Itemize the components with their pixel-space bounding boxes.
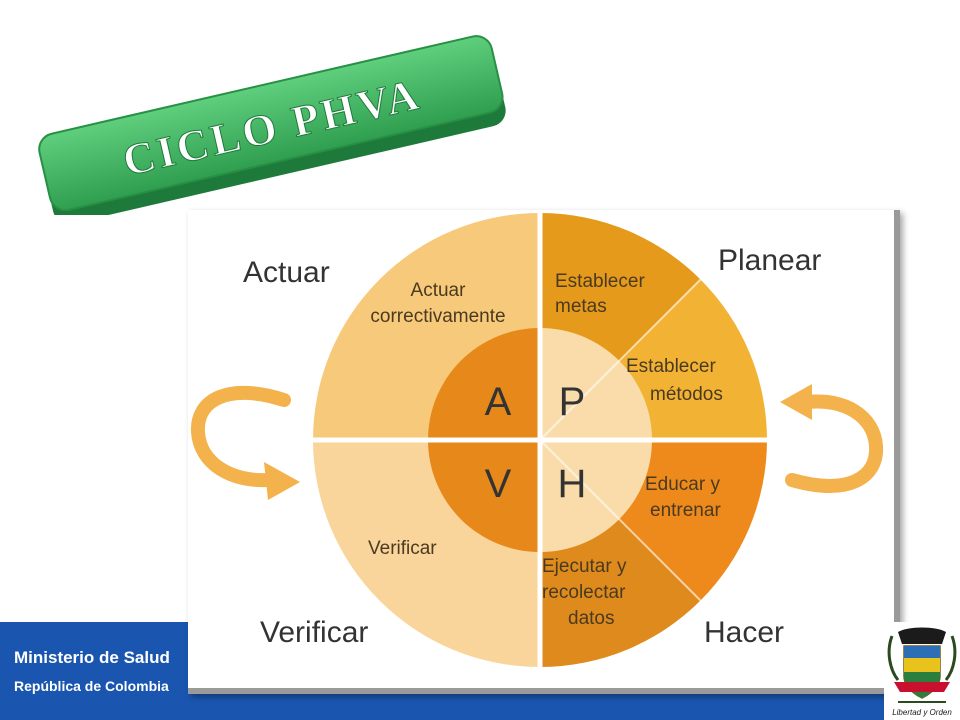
label-hacer: Hacer: [704, 616, 784, 649]
text-actuar-2: correctivamente: [370, 306, 505, 327]
text-metodos-2: métodos: [650, 384, 723, 405]
text-metas-2: metas: [555, 296, 607, 317]
right-cycle-arrow-icon: [780, 384, 884, 493]
phva-diagram: Actuar Planear Verificar Hacer Actuar co…: [190, 210, 884, 672]
text-ejecutar-1: Ejecutar y: [542, 556, 627, 577]
diag-divider-top: [539, 278, 702, 441]
text-verificar: Verificar: [368, 538, 437, 559]
text-educar-1: Educar y: [645, 474, 720, 495]
title-badge: CICLO PHVA: [38, 35, 506, 215]
left-cycle-arrow-icon: [190, 385, 300, 500]
diagram-frame: Actuar Planear Verificar Hacer Actuar co…: [188, 210, 900, 694]
letter-h: H: [558, 462, 587, 506]
text-actuar-1: Actuar: [411, 280, 467, 301]
text-metas-1: Establecer: [555, 271, 645, 292]
country-name: República de Colombia: [14, 678, 169, 694]
diag-divider-bottom: [539, 439, 702, 602]
crest-motto: Libertad y Orden: [892, 708, 952, 717]
text-metodos-1: Establecer: [626, 356, 716, 377]
text-ejecutar-2: recolectar: [542, 582, 626, 603]
label-planear: Planear: [718, 244, 821, 277]
text-educar-2: entrenar: [650, 500, 721, 521]
badge-face: [38, 35, 504, 212]
ministry-name: Ministerio de Salud: [14, 648, 170, 667]
letter-a: A: [485, 380, 512, 424]
label-actuar: Actuar: [243, 256, 330, 289]
letter-p: P: [559, 380, 586, 424]
text-ejecutar-3: datos: [568, 608, 614, 629]
letter-v: V: [485, 462, 512, 506]
label-verificar: Verificar: [260, 616, 368, 649]
coat-of-arms-icon: Libertad y Orden: [884, 622, 960, 720]
